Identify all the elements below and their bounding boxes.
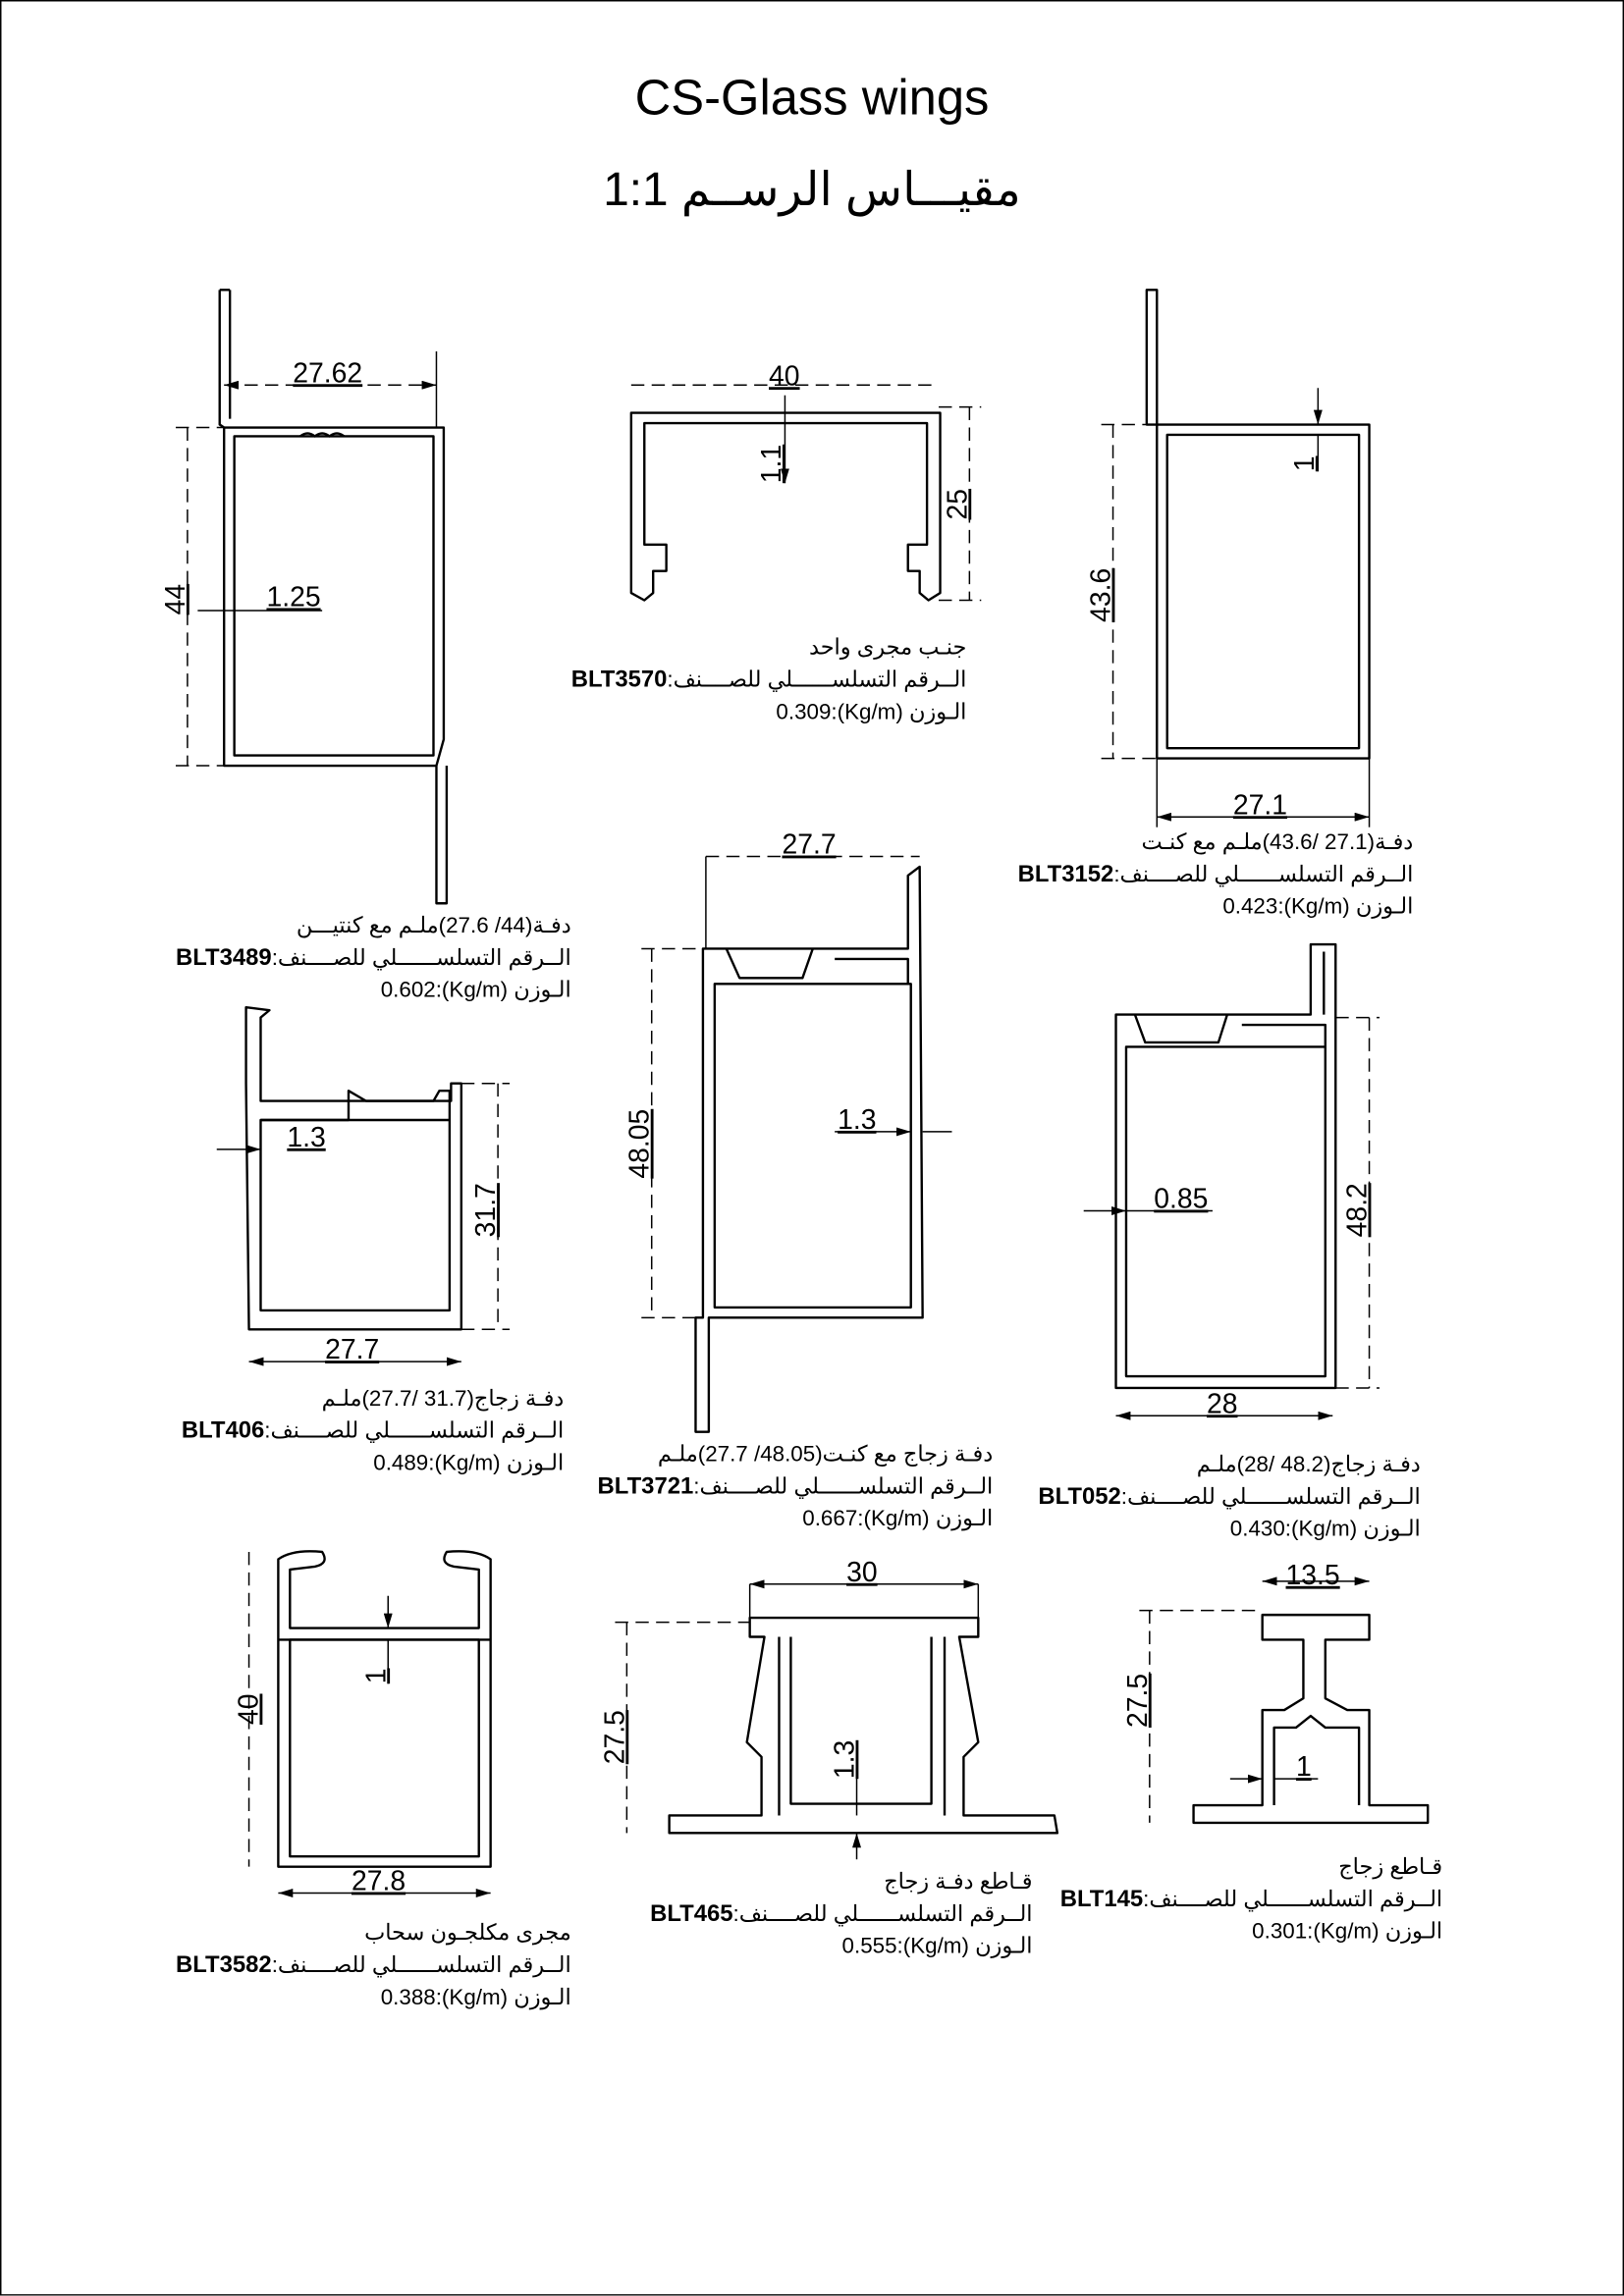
profile-description: دفـة زجاج(31.7 /27.7)ملـم (321, 1386, 565, 1412)
profile-description: مجرى مكلجـون سحاب (364, 1920, 571, 1947)
dim-width: 40 (769, 360, 800, 392)
profile-description: دفـة(44/ 27.6)ملـم مع كنتيـــن (296, 913, 571, 939)
profile-blt052-drawing: 0.85 48.2 28 (1083, 942, 1380, 1420)
profile-blt406-drawing: 1.3 31.7 27.7 (216, 1005, 511, 1366)
dim-height: 48.2 (1342, 1183, 1374, 1237)
caption-blt3570: جنـب مجرى واحد الــرقم التسلســــــلي لل… (571, 632, 967, 728)
caption-blt465: قـاطع دفـة زجاج الــرقم التسلســــــلي ل… (650, 1867, 1032, 1963)
profile-blt3152-drawing: 43.6 1 27.1 (1086, 289, 1371, 828)
profile-blt145-drawing: 13.5 27.5 1 (1122, 1560, 1430, 1825)
dim-width: 27.7 (325, 1334, 379, 1365)
dim-wall: 1.3 (830, 1740, 861, 1779)
scale-text: مقيـــاس الرســم (680, 162, 1021, 216)
scale-label: مقيـــاس الرســم 1:1 (0, 161, 1624, 217)
serial-label: الــرقم التسلســــــلي للصــــنف: (667, 667, 967, 693)
weight-value: 0.667 (802, 1506, 858, 1532)
profile-blt465-drawing: 30 27.5 1.3 (599, 1557, 1059, 1860)
caption-blt406: دفـة زجاج(31.7 /27.7)ملـم الــرقم التسلس… (182, 1383, 564, 1479)
weight-value: 0.388 (380, 1985, 436, 2010)
dim-wall: 1.25 (266, 581, 320, 613)
weight-value: 0.489 (373, 1451, 429, 1476)
profile-blt3489-drawing: 27.62 44 1.25 (160, 289, 449, 905)
profile-description: دفـة زجاج(48.2 /28)ملـم (1196, 1452, 1421, 1477)
weight-label: الـوزن (Kg/m): (435, 978, 571, 1003)
weight-label: الـوزن (Kg/m): (1284, 1517, 1421, 1542)
dim-width: 28 (1207, 1388, 1238, 1419)
weight-label: الـوزن (Kg/m): (831, 699, 967, 725)
weight-label: الـوزن (Kg/m): (1307, 1919, 1443, 1945)
weight-label: الـوزن (Kg/m): (857, 1506, 994, 1532)
dim-width: 27.8 (352, 1866, 406, 1897)
dim-wall: 1 (1289, 455, 1321, 471)
caption-blt145: قـاطع زجاج الــرقم التسلســــــلي للصـــ… (1060, 1852, 1442, 1949)
caption-blt3489: دفـة(44/ 27.6)ملـم مع كنتيـــن الــرقم ا… (176, 911, 571, 1007)
caption-blt3152: دفـة(27.1 /43.6)ملـم مع كنـت الــرقم الت… (1018, 828, 1414, 924)
profile-code: BLT3582 (176, 1952, 272, 1979)
caption-blt3582: مجرى مكلجـون سحاب الــرقم التسلســــــلي… (176, 1918, 571, 2014)
dim-width: 30 (846, 1557, 878, 1588)
weight-label: الـوزن (Kg/m): (435, 1985, 571, 2010)
profile-description: قـاطع دفـة زجاج (884, 1869, 1033, 1896)
weight-value: 0.430 (1229, 1517, 1285, 1542)
dim-wall: 0.85 (1154, 1183, 1208, 1214)
profile-code: BLT465 (650, 1901, 733, 1927)
profile-code: BLT145 (1059, 1887, 1144, 1912)
serial-label: الــرقم التسلســــــلي للصــــنف: (271, 945, 571, 971)
weight-value: 0.555 (841, 1934, 897, 1959)
dim-height: 27.5 (1122, 1674, 1154, 1728)
dim-wall: 1.1 (756, 445, 787, 483)
dim-height: 27.5 (599, 1710, 630, 1764)
caption-blt3721: دفـة زجاج مع كنـت(48.05/ 27.7)ملـم الــر… (598, 1439, 994, 1535)
serial-label: الــرقم التسلســــــلي للصــــنف: (264, 1418, 565, 1444)
profile-blt3721-drawing: 27.7 48.05 1.3 (624, 829, 952, 1433)
dim-width: 27.7 (782, 829, 836, 861)
dim-height: 31.7 (470, 1183, 502, 1237)
profile-description: دفـة(27.1 /43.6)ملـم مع كنـت (1141, 829, 1414, 856)
dim-width: 27.62 (293, 357, 362, 389)
profile-code: BLT3489 (176, 945, 272, 971)
profile-description: قـاطع زجاج (1338, 1854, 1443, 1881)
profile-code: BLT406 (181, 1418, 265, 1444)
dim-wall: 1.3 (838, 1104, 876, 1136)
dim-height: 40 (234, 1693, 265, 1725)
weight-value: 0.301 (1252, 1919, 1308, 1945)
page-title: CS-Glass wings (634, 70, 990, 127)
serial-label: الــرقم التسلســــــلي للصــــنف: (693, 1473, 994, 1500)
weight-value: 0.602 (380, 978, 436, 1003)
profile-code: BLT052 (1038, 1484, 1121, 1510)
dim-wall: 1.3 (287, 1122, 325, 1153)
profile-code: BLT3152 (1017, 862, 1114, 887)
weight-value: 0.309 (776, 699, 832, 725)
weight-label: الـوزن (Kg/m): (428, 1451, 565, 1476)
profile-code: BLT3721 (597, 1473, 694, 1500)
dim-wall: 1 (1296, 1751, 1312, 1783)
serial-label: الــرقم التسلســــــلي للصــــنف: (732, 1901, 1033, 1927)
weight-value: 0.423 (1222, 894, 1278, 920)
profile-blt3582-drawing: 40 1 27.8 (234, 1550, 492, 1897)
profile-description: جنـب مجرى واحد (808, 635, 967, 661)
serial-label: الــرقم التسلســــــلي للصــــنف: (1113, 862, 1414, 887)
weight-label: الـوزن (Kg/m): (896, 1934, 1033, 1959)
dim-width: 13.5 (1286, 1560, 1340, 1591)
profile-code: BLT3570 (570, 667, 668, 693)
scale-value: 1:1 (603, 162, 669, 216)
weight-label: الـوزن (Kg/m): (1277, 894, 1414, 920)
profile-blt3570-drawing: 40 1.1 25 (629, 360, 982, 602)
caption-blt052: دفـة زجاج(48.2 /28)ملـم الــرقم التسلســ… (1038, 1450, 1420, 1546)
serial-label: الــرقم التسلســــــلي للصــــنف: (1143, 1887, 1443, 1912)
dim-height: 48.05 (624, 1109, 656, 1179)
dim-height: 25 (942, 489, 973, 520)
serial-label: الــرقم التسلســــــلي للصــــنف: (1120, 1484, 1421, 1510)
dim-wall: 1 (360, 1668, 392, 1683)
dim-width: 27.1 (1233, 789, 1287, 821)
profile-description: دفـة زجاج مع كنـت(48.05/ 27.7)ملـم (657, 1442, 994, 1468)
serial-label: الــرقم التسلســــــلي للصــــنف: (271, 1952, 571, 1979)
dim-height: 43.6 (1086, 568, 1117, 622)
dim-height: 44 (160, 584, 191, 615)
